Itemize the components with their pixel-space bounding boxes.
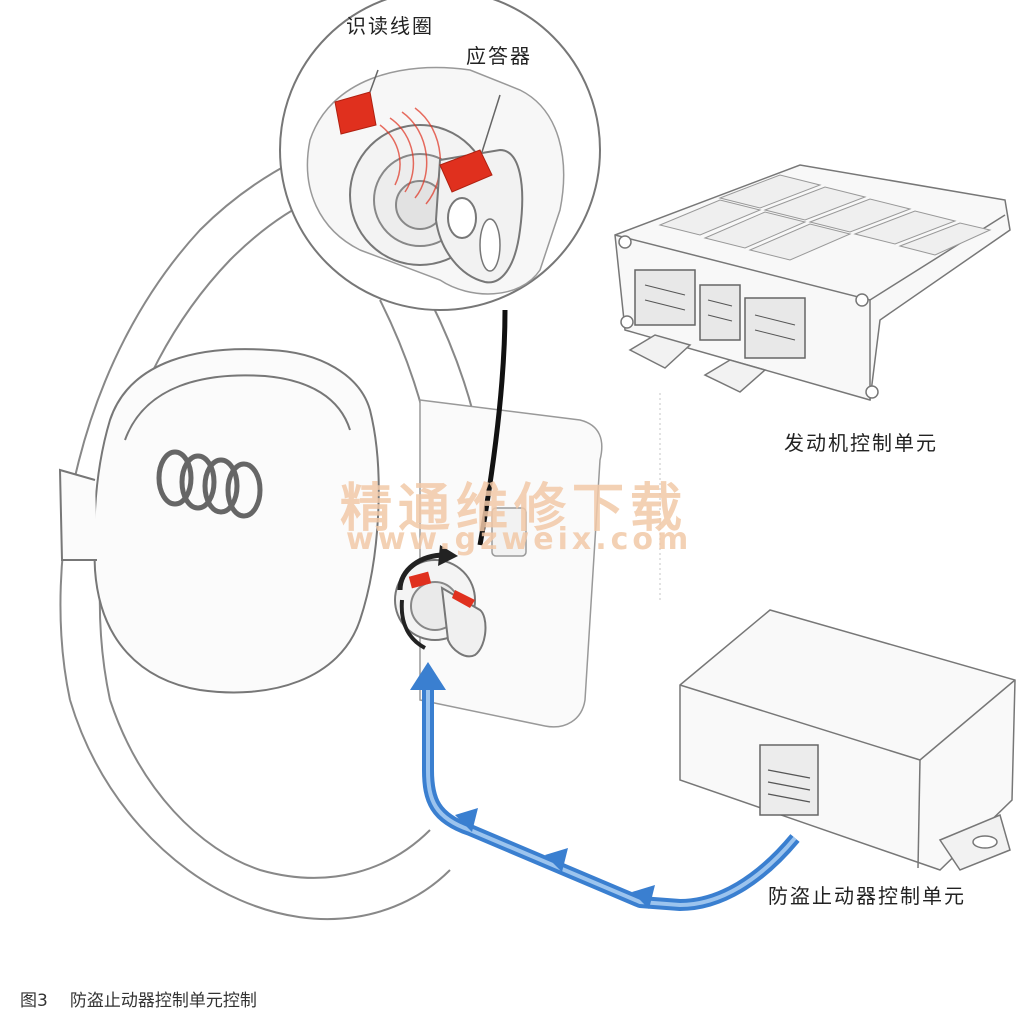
watermark-url: www.gzweix.com xyxy=(346,522,693,557)
figure-caption: 图3 防盗止动器控制单元控制 xyxy=(20,986,279,1011)
figure-caption-text: 防盗止动器控制单元控制 xyxy=(69,991,257,1011)
label-immobilizer-ecu: 防盗止动器控制单元 xyxy=(768,884,966,908)
ignition-lock xyxy=(394,545,487,658)
zoom-connector-line xyxy=(477,309,508,546)
zoom-circle xyxy=(279,0,601,311)
signal-arrow xyxy=(410,662,800,911)
audi-rings-logo xyxy=(156,449,263,519)
figure-number: 图3 xyxy=(20,991,48,1011)
immobilizer-ecu xyxy=(679,609,1016,871)
label-reading-coil: 识读线圈 xyxy=(346,14,434,38)
label-transponder: 应答器 xyxy=(466,44,532,68)
steering-hub xyxy=(58,348,380,694)
label-engine-ecu: 发动机控制单元 xyxy=(784,431,938,455)
watermark-title: 精通维修下载 xyxy=(340,479,689,539)
engine-ecu xyxy=(614,164,1011,401)
